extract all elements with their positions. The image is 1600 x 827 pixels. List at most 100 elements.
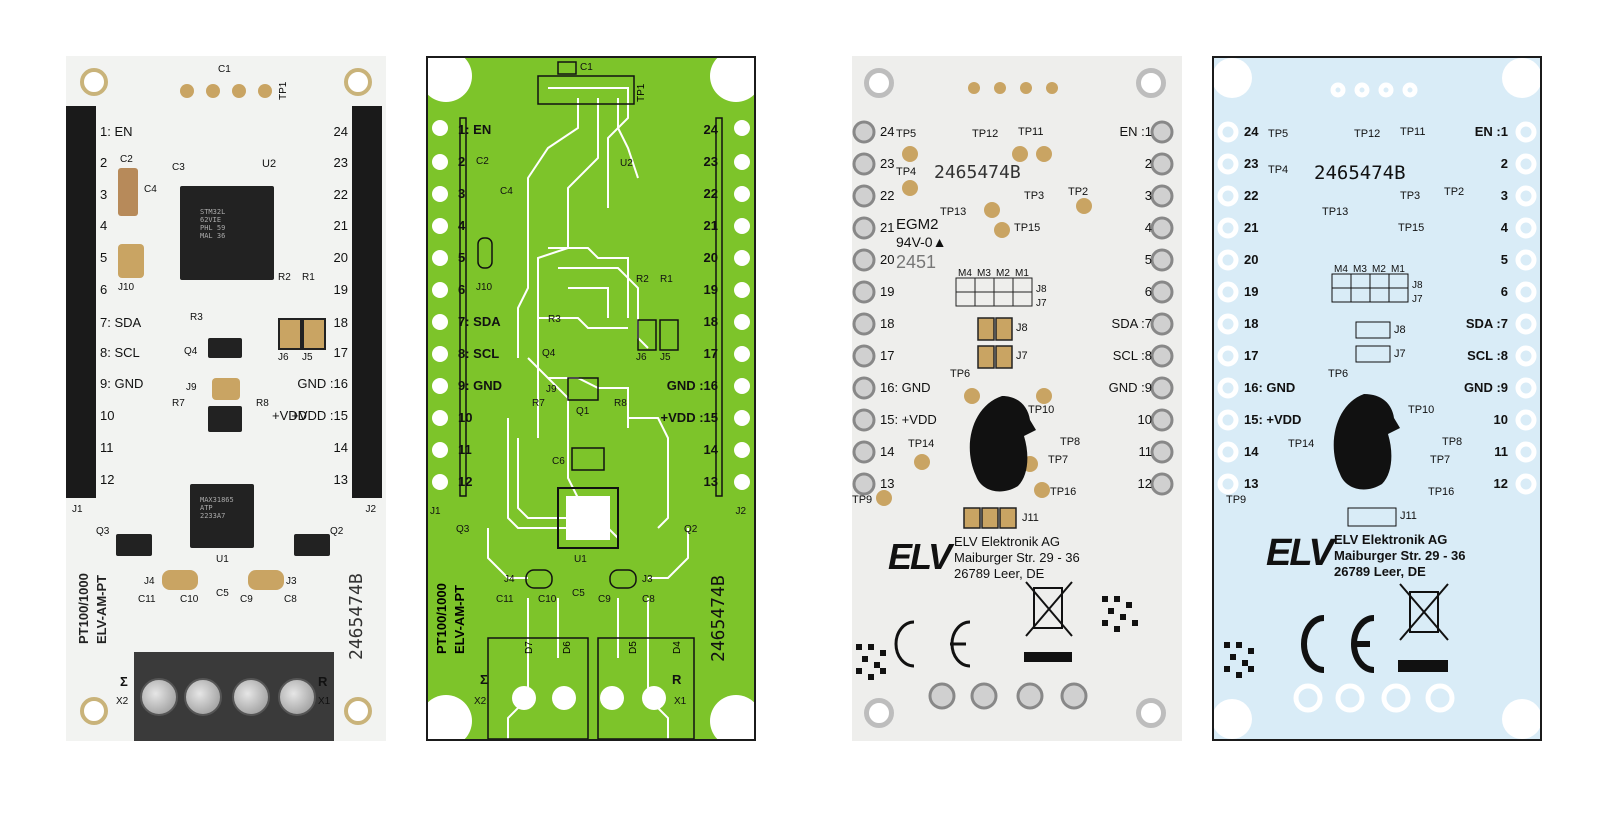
c5-label: C5 (216, 588, 229, 599)
back-layout-pads (1214, 58, 1540, 739)
pin-label: 22 (703, 186, 718, 201)
q3-label: Q3 (96, 526, 110, 537)
tp7-label: TP7 (1430, 454, 1451, 466)
pin-label: 6 (100, 282, 108, 297)
pin-label: 12 (458, 474, 473, 489)
c8-label: C8 (284, 594, 297, 605)
tp16-label: TP16 (1050, 486, 1077, 498)
tp8-label: TP8 (1442, 436, 1463, 448)
j5-label: J5 (660, 352, 671, 363)
tp9-label: TP9 (1226, 494, 1247, 506)
pin-label: 22 (333, 187, 348, 202)
tp1-pad (258, 84, 272, 98)
tp1-pad (206, 84, 220, 98)
product-line1: PT100/1000 (76, 573, 91, 644)
pin-label: 13 (703, 474, 718, 489)
tp10-label: TP10 (1028, 404, 1055, 416)
mounting-hole (344, 68, 372, 96)
j9-label: J9 (546, 384, 557, 395)
pin-label: 14 (333, 440, 348, 455)
pin-label: 17 (333, 345, 348, 360)
product-line1: PT100/1000 (434, 583, 449, 654)
j5-label: J5 (302, 352, 313, 363)
c1-label: C1 (218, 64, 231, 75)
pin-label: SCL :8 (1467, 348, 1508, 363)
front-photo-panel: C1 TP1 1: EN 2 3 4 5 6 7: SDA 8: SCL 9: … (66, 56, 386, 741)
parrot-logo (969, 396, 1036, 492)
c4-label: C4 (144, 184, 157, 195)
pin-label: 18 (1244, 316, 1259, 331)
tp1-label: TP1 (278, 81, 289, 100)
pin-label: SDA :7 (1111, 316, 1152, 331)
x1-label: X1 (674, 696, 687, 707)
pin-label: 3 (458, 186, 466, 201)
mounting-hole (864, 68, 894, 98)
product-line2: ELV-AM-PT (94, 574, 109, 644)
pin-label: 13 (333, 472, 348, 487)
j1-label: J1 (72, 504, 83, 515)
pin-label: 11 (1138, 444, 1153, 459)
board-id-front-layout: 2465474B (708, 575, 729, 662)
tp11-label: TP11 (1018, 126, 1044, 138)
u1-label: U1 (216, 554, 229, 565)
d7-label: D7 (524, 641, 535, 654)
fab-code-2: 94V-0▲ (896, 234, 947, 250)
c6-label: C6 (552, 456, 565, 467)
tp14-label: TP14 (1288, 438, 1315, 450)
pin-label: 24 (1244, 124, 1259, 139)
tp1-pad (232, 84, 246, 98)
pin-label: GND :16 (297, 376, 348, 391)
u2-label: U2 (262, 158, 277, 170)
pin-label: 7: SDA (458, 314, 501, 329)
c2-label: C2 (476, 156, 489, 167)
pin-label: 21 (703, 218, 718, 233)
pin-label: 6 (1500, 284, 1508, 299)
c11-label: C11 (138, 594, 156, 605)
c5-label: C5 (572, 588, 585, 599)
tp11-label: TP11 (1400, 126, 1426, 138)
q4-label: Q4 (184, 346, 198, 357)
u1-label: U1 (574, 554, 587, 565)
q2-transistor (294, 534, 330, 556)
tp9-label: TP9 (852, 494, 873, 506)
u2-label: U2 (620, 158, 633, 169)
front-traces (428, 58, 754, 739)
back-photo-panel: 24 23 22 21 20 19 18 17 16: GND 15: +VDD… (852, 56, 1182, 741)
pin-label: 9: GND (100, 376, 144, 391)
pin-label: 21 (1244, 220, 1259, 235)
pin-label: 13 (1244, 476, 1259, 491)
datamatrix-code (856, 596, 1138, 680)
pin-label: 3 (1144, 188, 1152, 203)
pin-label: 4 (458, 218, 466, 233)
pin-label: 6 (458, 282, 466, 297)
pin-label: 4 (1144, 220, 1152, 235)
pin-label: 21 (880, 220, 895, 235)
pin-label: 5 (458, 250, 466, 265)
pin-label: 2 (458, 154, 466, 169)
q3-transistor (116, 534, 152, 556)
m4-label: M4 (1334, 264, 1348, 275)
pin-label: EN :1 (1474, 124, 1508, 139)
d4-label: D4 (672, 641, 683, 654)
pin-label: 10 (1137, 412, 1152, 427)
tp14-label: TP14 (908, 438, 935, 450)
pin-label: 19 (333, 282, 348, 297)
pin-label: 2 (1500, 156, 1508, 171)
elv-logo: ELV (1266, 532, 1334, 574)
r7-label: R7 (172, 398, 185, 409)
tp5-label: TP5 (896, 128, 917, 140)
pin-label: 14 (880, 444, 895, 459)
c9-label: C9 (240, 594, 253, 605)
tp2-label: TP2 (1068, 186, 1089, 198)
pin-label: 10 (1493, 412, 1508, 427)
pin-label: 4 (1500, 220, 1508, 235)
pin-label: 15: +VDD (1244, 412, 1302, 427)
pin-label: 12 (1137, 476, 1152, 491)
q3-label: Q3 (456, 524, 470, 535)
board-id-back-photo: 2465474B (934, 162, 1021, 183)
vdd-label-front-photo: +VDD (272, 408, 308, 423)
pin-label: 1: EN (458, 122, 492, 137)
pin-label: 6 (1144, 284, 1152, 299)
m1-label: M1 (1015, 268, 1029, 279)
pin-label: 5 (1500, 252, 1508, 267)
